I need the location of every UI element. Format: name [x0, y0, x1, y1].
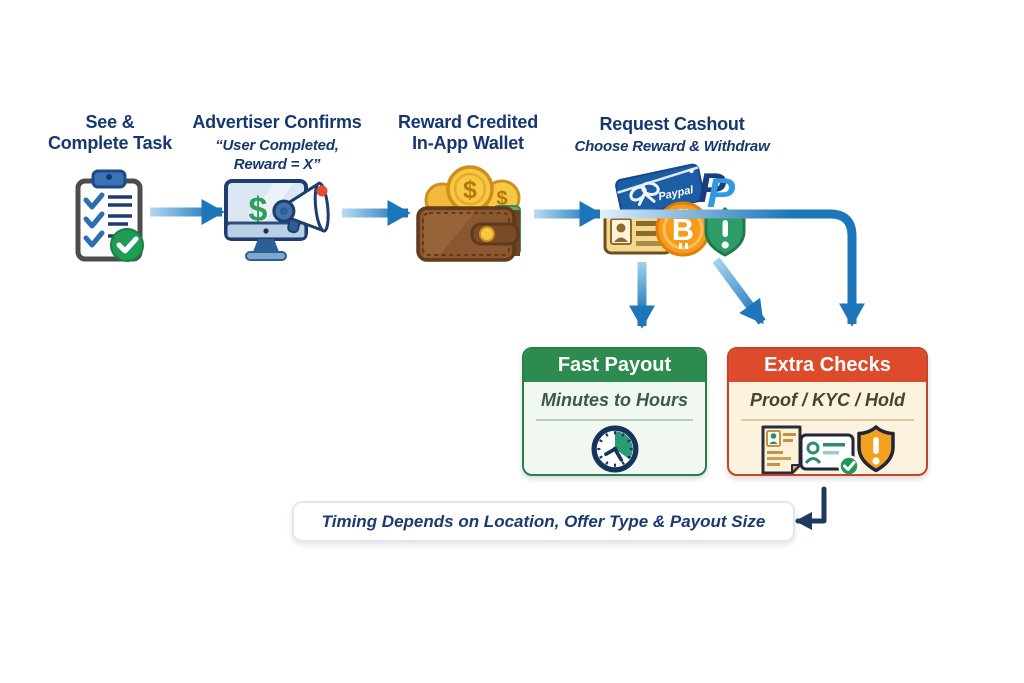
coin-dollar-glyph: $: [496, 188, 507, 210]
arrow-extra-checks-timing-note: [794, 486, 827, 530]
cashout-options-icon: Paypal P P B: [603, 163, 746, 257]
verification-icons: [761, 425, 895, 474]
step4-title: Request Cashout: [599, 114, 745, 134]
document-id-icon: [761, 425, 802, 474]
arrow-cashout-extra-checks: [712, 257, 766, 325]
paypal-p-front: P: [707, 169, 736, 216]
fast-payout-box: Fast Payout Minutes to Hours: [522, 347, 707, 476]
step2-subtitle-line1: “User Completed,: [215, 137, 339, 154]
wallet-coins-icon: $ $: [416, 165, 521, 262]
step2-subtitle-line2: Reward = X”: [233, 156, 321, 173]
step1-title-line2: Complete Task: [47, 133, 173, 153]
clipboard-checklist-icon: [75, 169, 144, 262]
monitor-megaphone-icon: $: [224, 179, 330, 261]
step-advertiser-confirms: Advertiser Confirms “User Completed, Rew…: [182, 112, 372, 174]
step-request-cashout: Request Cashout Choose Reward & Withdraw: [565, 114, 779, 156]
monitor-dollar-glyph: $: [249, 191, 268, 229]
coin-dollar-glyph: $: [463, 176, 477, 204]
fast-payout-divider: [536, 419, 693, 421]
step4-subtitle: Choose Reward & Withdraw: [574, 138, 770, 155]
clock-icon: [591, 425, 638, 473]
fast-payout-header: Fast Payout: [524, 349, 705, 382]
shield-warning-icon: [857, 425, 895, 473]
timing-note: Timing Depends on Location, Offer Type &…: [292, 501, 795, 542]
shield-alert-icon: [704, 206, 746, 257]
paypal-logo-icon: P P: [698, 164, 736, 216]
paypal-p-back: P: [698, 164, 727, 211]
step-reward-credited: Reward Credited In-App Wallet: [378, 112, 558, 154]
bitcoin-icon: B: [655, 201, 711, 257]
extra-checks-header: Extra Checks: [729, 349, 926, 382]
step3-title-line2: In-App Wallet: [412, 133, 524, 153]
fast-payout-subtitle: Minutes to Hours: [541, 390, 688, 410]
extra-checks-subtitle: Proof / KYC / Hold: [750, 390, 905, 410]
extra-checks-divider: [741, 419, 914, 421]
step1-title-line1: See &: [85, 112, 135, 132]
bitcoin-b-glyph: B: [672, 212, 694, 247]
extra-checks-box: Extra Checks Proof / KYC / Hold: [727, 347, 928, 476]
step2-title: Advertiser Confirms: [192, 112, 362, 132]
verified-card-icon: [799, 433, 860, 474]
step-see-complete-task: See & Complete Task: [20, 112, 200, 154]
step3-title-line1: Reward Credited: [397, 112, 539, 132]
